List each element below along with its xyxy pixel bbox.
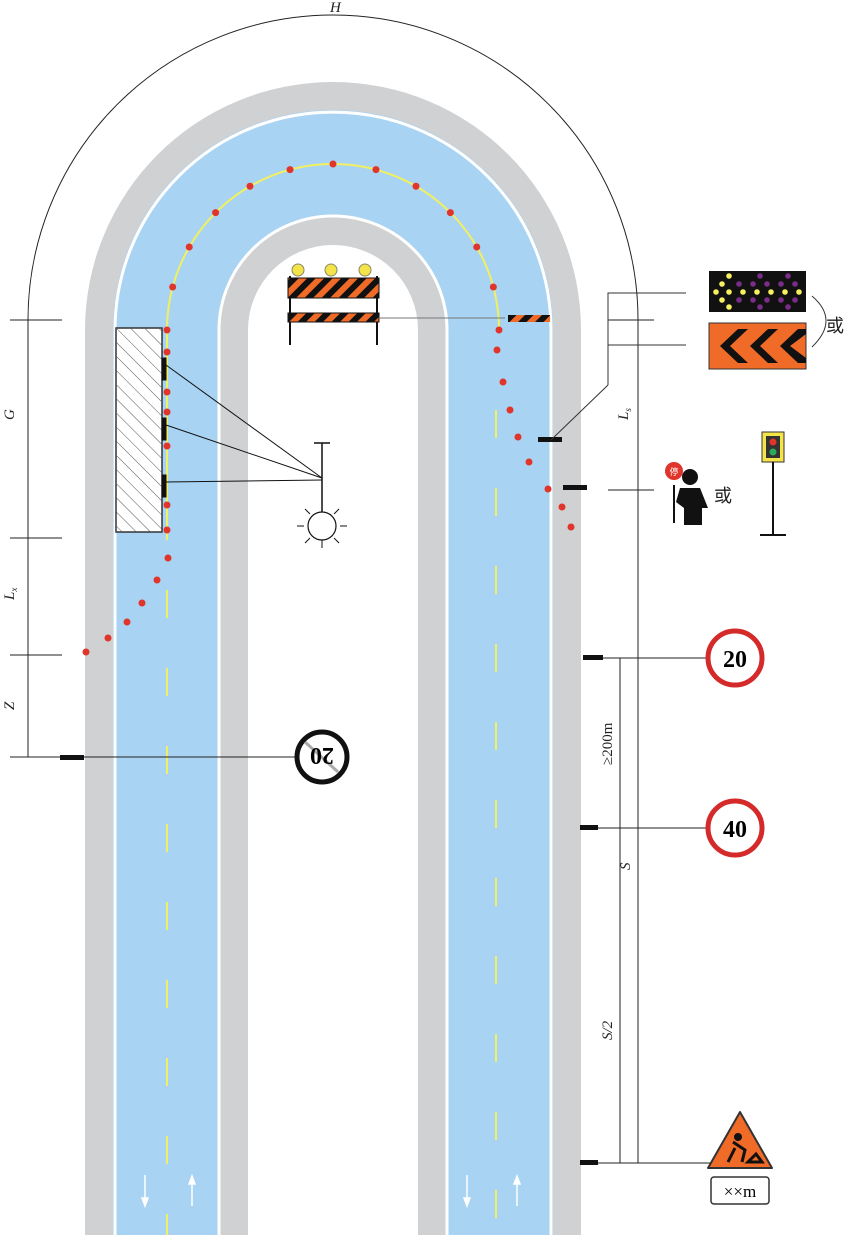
arrow-board-light-off: [750, 281, 756, 287]
traffic-cone: [329, 160, 337, 168]
arrow-board-light-off: [778, 281, 784, 287]
sign-posts: [60, 437, 603, 1165]
arrow-board-light-off: [757, 304, 763, 310]
chevron-sign: [708, 322, 807, 370]
up-arrow-head: [512, 1173, 522, 1185]
road-work-sign: [707, 1111, 773, 1205]
traffic-cone: [286, 166, 294, 174]
inner-edge-line: [217, 214, 449, 1235]
label-G: G: [2, 409, 18, 420]
end-limit-text: 20: [310, 742, 334, 768]
traffic-cone: [493, 346, 501, 354]
speed-limit-40-sign: [705, 798, 765, 858]
arrow-board: [607, 271, 806, 385]
traffic-cone: [104, 634, 112, 642]
label-S: S: [618, 862, 634, 870]
traffic-cone: [169, 283, 177, 291]
traffic-cone: [163, 348, 171, 356]
label-Lx: Lx: [2, 588, 19, 601]
lane-direction-arrows: [140, 1173, 522, 1209]
traffic-cone: [489, 283, 497, 291]
arrow-board-light: [726, 289, 732, 295]
traffic-cone: [138, 599, 146, 607]
traffic-cone: [446, 209, 454, 217]
label-or-1: 或: [826, 316, 844, 337]
arrow-board-light: [796, 289, 802, 295]
arrow-board-light: [754, 289, 760, 295]
arrow-board-light-off: [764, 297, 770, 303]
traffic-cone: [164, 554, 172, 562]
arrow-board-light: [740, 289, 746, 295]
or-bracket: [811, 295, 827, 348]
label-Z: Z: [2, 701, 18, 710]
arrow-board-light: [782, 289, 788, 295]
down-arrow-head: [462, 1197, 472, 1209]
arrow-board-light: [726, 273, 732, 279]
arrow-board-light: [768, 289, 774, 295]
traffic-cone: [558, 503, 566, 511]
traffic-cone: [506, 406, 514, 414]
traffic-cone: [544, 485, 552, 493]
arrow-board-light-off: [785, 304, 791, 310]
traffic-cone: [473, 243, 481, 251]
distance-plate-text: ××m: [724, 1182, 756, 1201]
traffic-cone: [82, 648, 90, 656]
arrow-board-light-off: [785, 273, 791, 279]
end-speed-limit-sign: [294, 729, 350, 785]
arrow-board-light-off: [750, 297, 756, 303]
traffic-cone: [163, 442, 171, 450]
arrow-board-light-off: [736, 281, 742, 287]
traffic-cone: [372, 166, 380, 174]
arrow-board-light-off: [757, 273, 763, 279]
traffic-signal: [760, 431, 786, 536]
speed-limit-20-sign: [705, 628, 765, 688]
speed-limit-20-text: 20: [723, 647, 747, 673]
arrow-board-light: [719, 281, 725, 287]
label-or-2: 或: [714, 486, 732, 507]
traffic-cone: [163, 388, 171, 396]
traffic-cone: [163, 326, 171, 334]
traffic-cone: [525, 458, 533, 466]
traffic-cone: [514, 433, 522, 441]
traffic-cone: [163, 526, 171, 534]
traffic-cone: [163, 501, 171, 509]
label-H: H: [329, 0, 342, 16]
arrow-board-light-off: [778, 297, 784, 303]
traffic-cone: [246, 182, 254, 190]
arrow-board-light: [726, 304, 732, 310]
label-Ls: Ls: [616, 408, 633, 421]
traffic-cone: [412, 182, 420, 190]
arrow-board-light-off: [792, 281, 798, 287]
arrow-board-light-off: [764, 281, 770, 287]
label-min-200m: ≥200m: [600, 722, 616, 765]
flagger: [665, 462, 708, 525]
arrow-board-light-off: [736, 297, 742, 303]
traffic-cone: [499, 378, 507, 386]
road: [85, 82, 581, 1235]
traffic-cone: [495, 326, 503, 334]
road-barricade: [287, 263, 550, 345]
traffic-cone: [153, 576, 161, 584]
traffic-cone: [185, 243, 193, 251]
traffic-cone: [567, 523, 575, 531]
warning-lights: [161, 357, 347, 548]
traffic-cones: [82, 160, 575, 656]
label-S-half: S/2: [600, 1020, 616, 1040]
arrow-board-light: [719, 297, 725, 303]
traffic-cone: [163, 408, 171, 416]
traffic-cone: [212, 209, 220, 217]
traffic-cone: [123, 618, 131, 626]
arrow-board-light-off: [792, 297, 798, 303]
speed-limit-40-text: 40: [723, 817, 747, 843]
centerline-curve: [166, 163, 500, 540]
work-area-hatch: [116, 328, 162, 532]
stop-paddle-text: 停: [669, 466, 678, 477]
arrow-board-light: [713, 289, 719, 295]
down-arrow-head: [140, 1197, 150, 1209]
dimension-lines: [10, 14, 712, 1164]
centerline-dashes: [166, 410, 497, 1235]
up-arrow-head: [187, 1173, 197, 1185]
lane-edge-lines: [113, 110, 553, 1235]
